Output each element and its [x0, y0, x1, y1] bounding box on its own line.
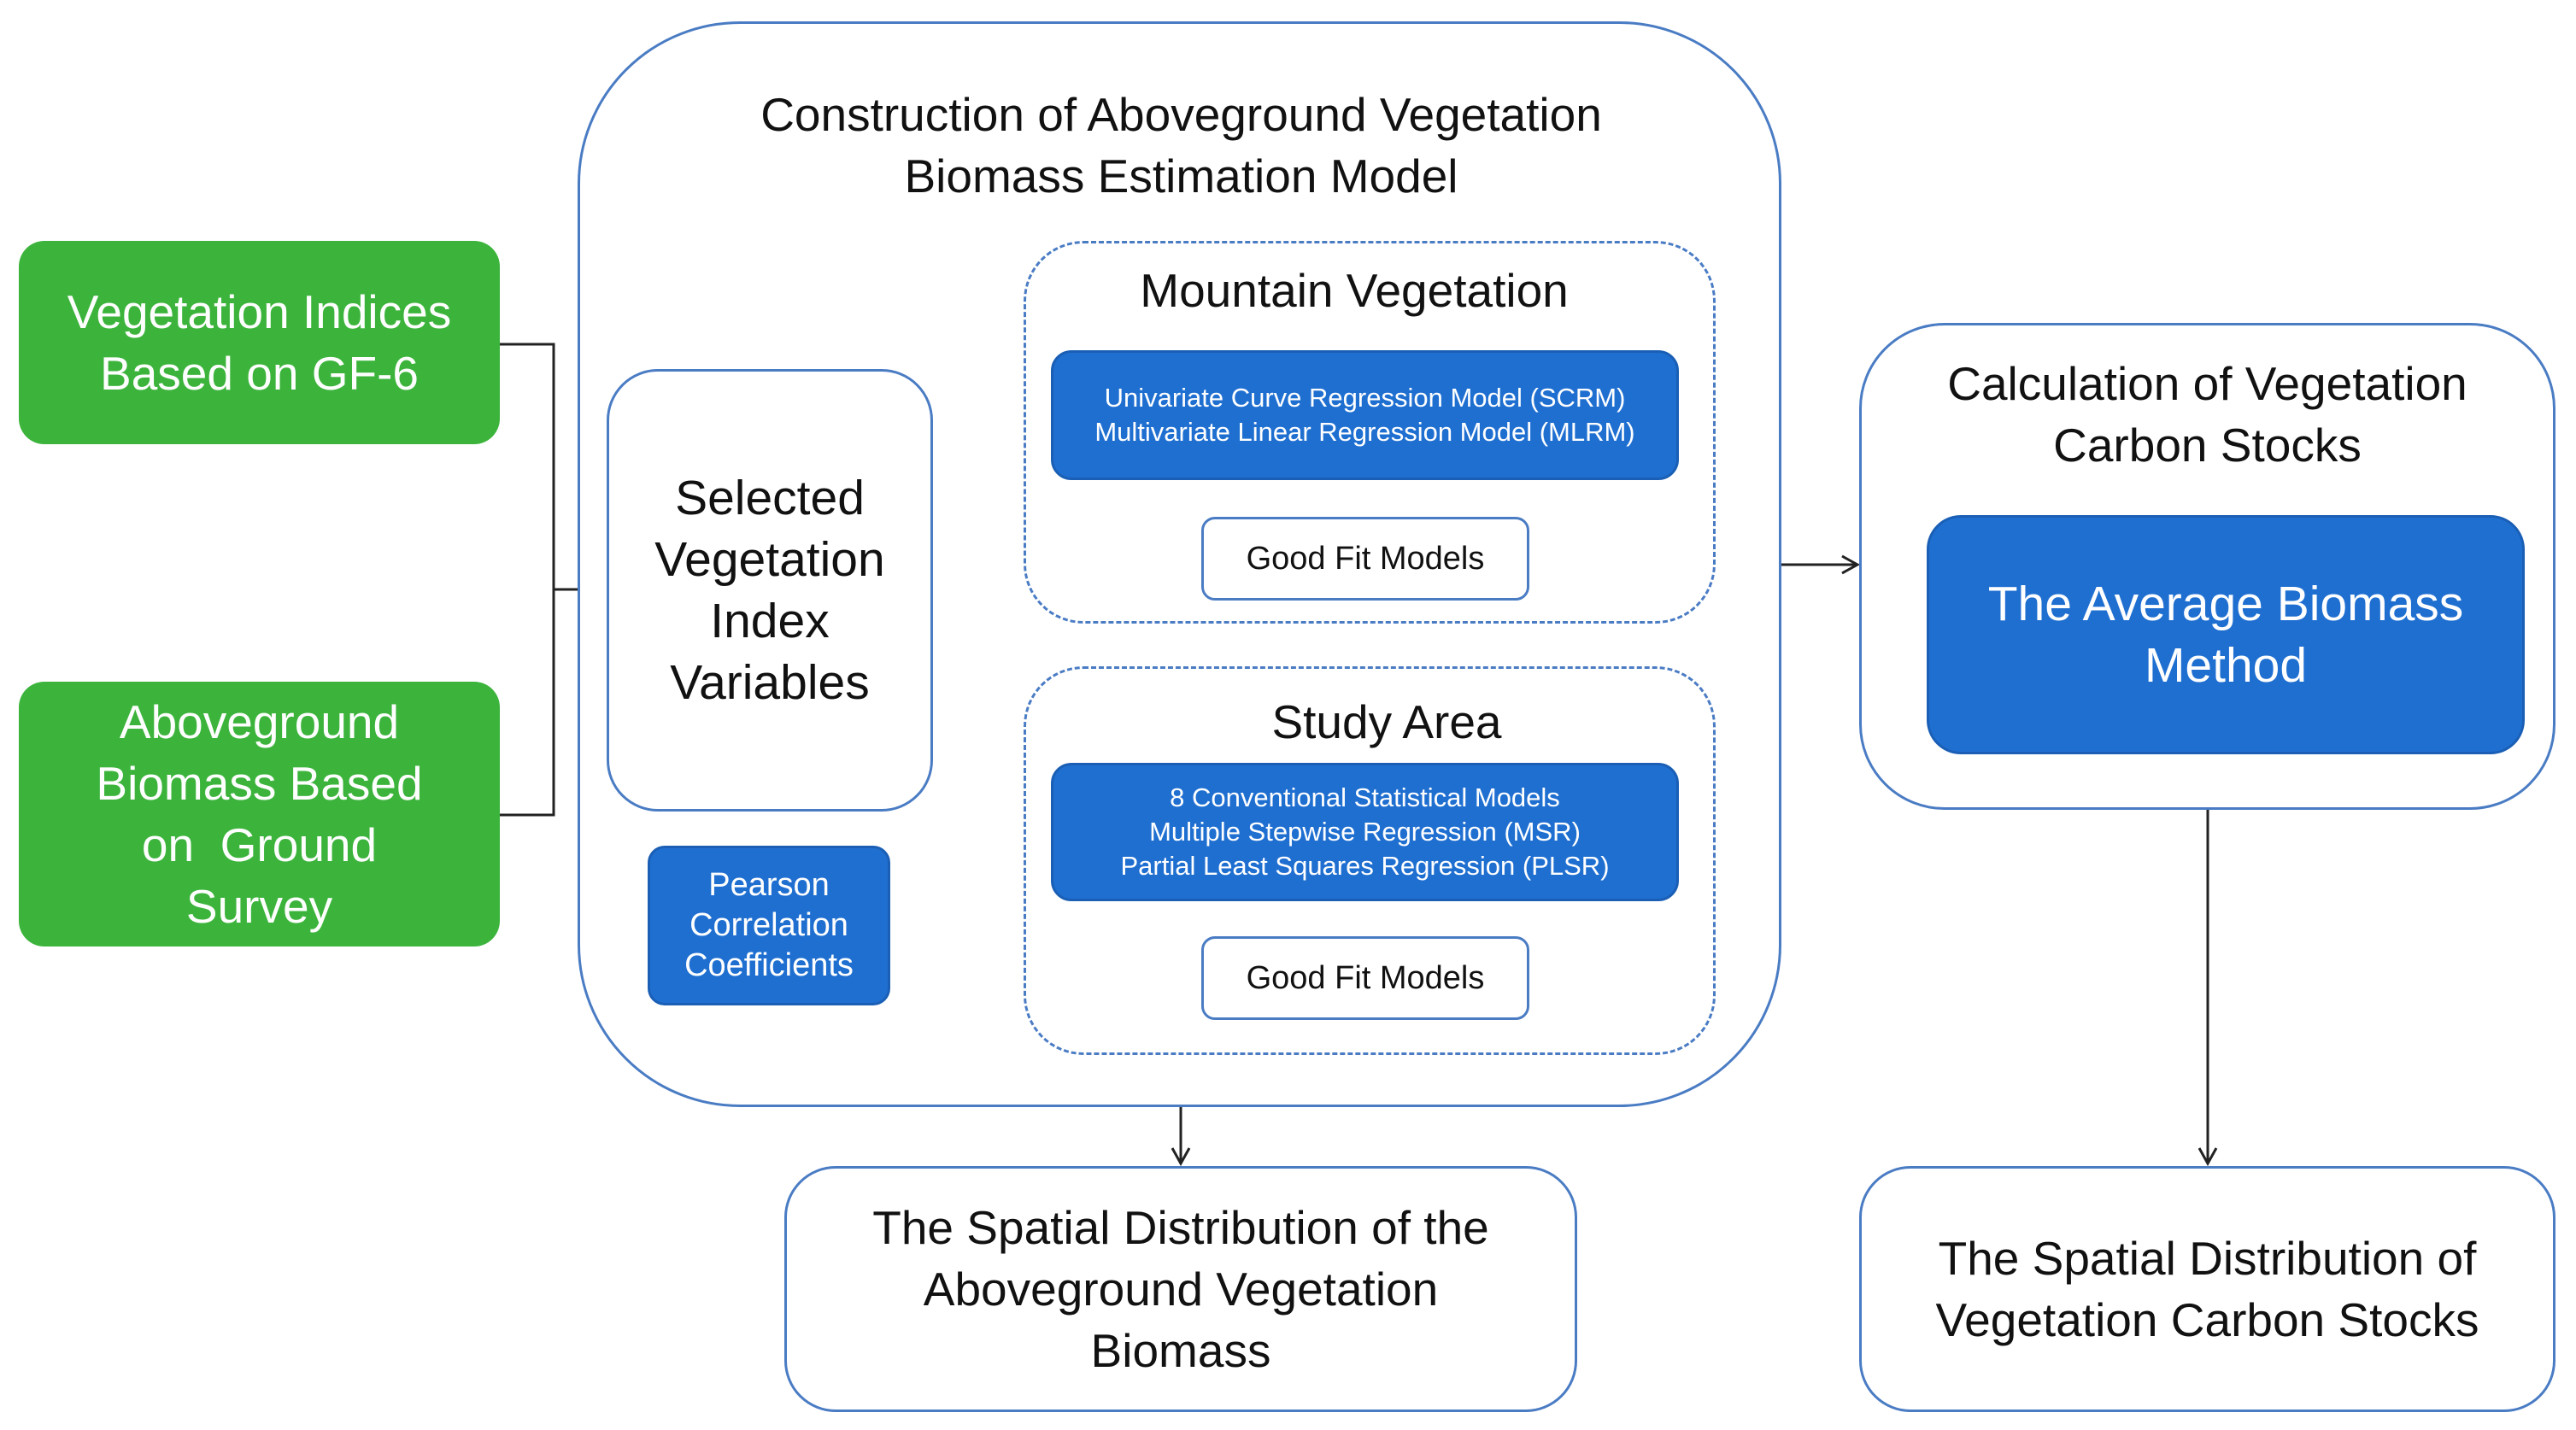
mountain-vegetation-group: [1024, 241, 1716, 624]
study-area-models: 8 Conventional Statistical Models Multip…: [1051, 763, 1679, 901]
pearson-correlation: Pearson Correlation Coefficients: [648, 846, 890, 1005]
mountain-good-fit: Good Fit Models: [1201, 517, 1529, 601]
construction-title: Construction of Aboveground Vegetation B…: [760, 88, 1602, 202]
mountain-models: Univariate Curve Regression Model (SCRM)…: [1051, 350, 1679, 480]
carbon-calculation-title: Calculation of Vegetation Carbon Stocks: [1947, 357, 2467, 472]
output-biomass-distribution: The Spatial Distribution of the Abovegro…: [784, 1166, 1577, 1412]
study-area-group: [1024, 666, 1716, 1055]
average-biomass-method: The Average Biomass Method: [1927, 515, 2525, 754]
arrow-inputs-to-selected: [500, 343, 555, 817]
mountain-vegetation-title: Mountain Vegetation: [1140, 264, 1569, 317]
study-area-title: Study Area: [1271, 695, 1502, 748]
output-carbon-distribution: The Spatial Distribution of Vegetation C…: [1859, 1166, 2555, 1412]
input-gf6-indices: Vegetation Indices Based on GF-6: [19, 241, 500, 444]
study-good-fit: Good Fit Models: [1201, 936, 1529, 1020]
input-ground-survey: Aboveground Biomass Based on Ground Surv…: [19, 682, 500, 946]
selected-variables: Selected Vegetation Index Variables: [607, 369, 933, 812]
